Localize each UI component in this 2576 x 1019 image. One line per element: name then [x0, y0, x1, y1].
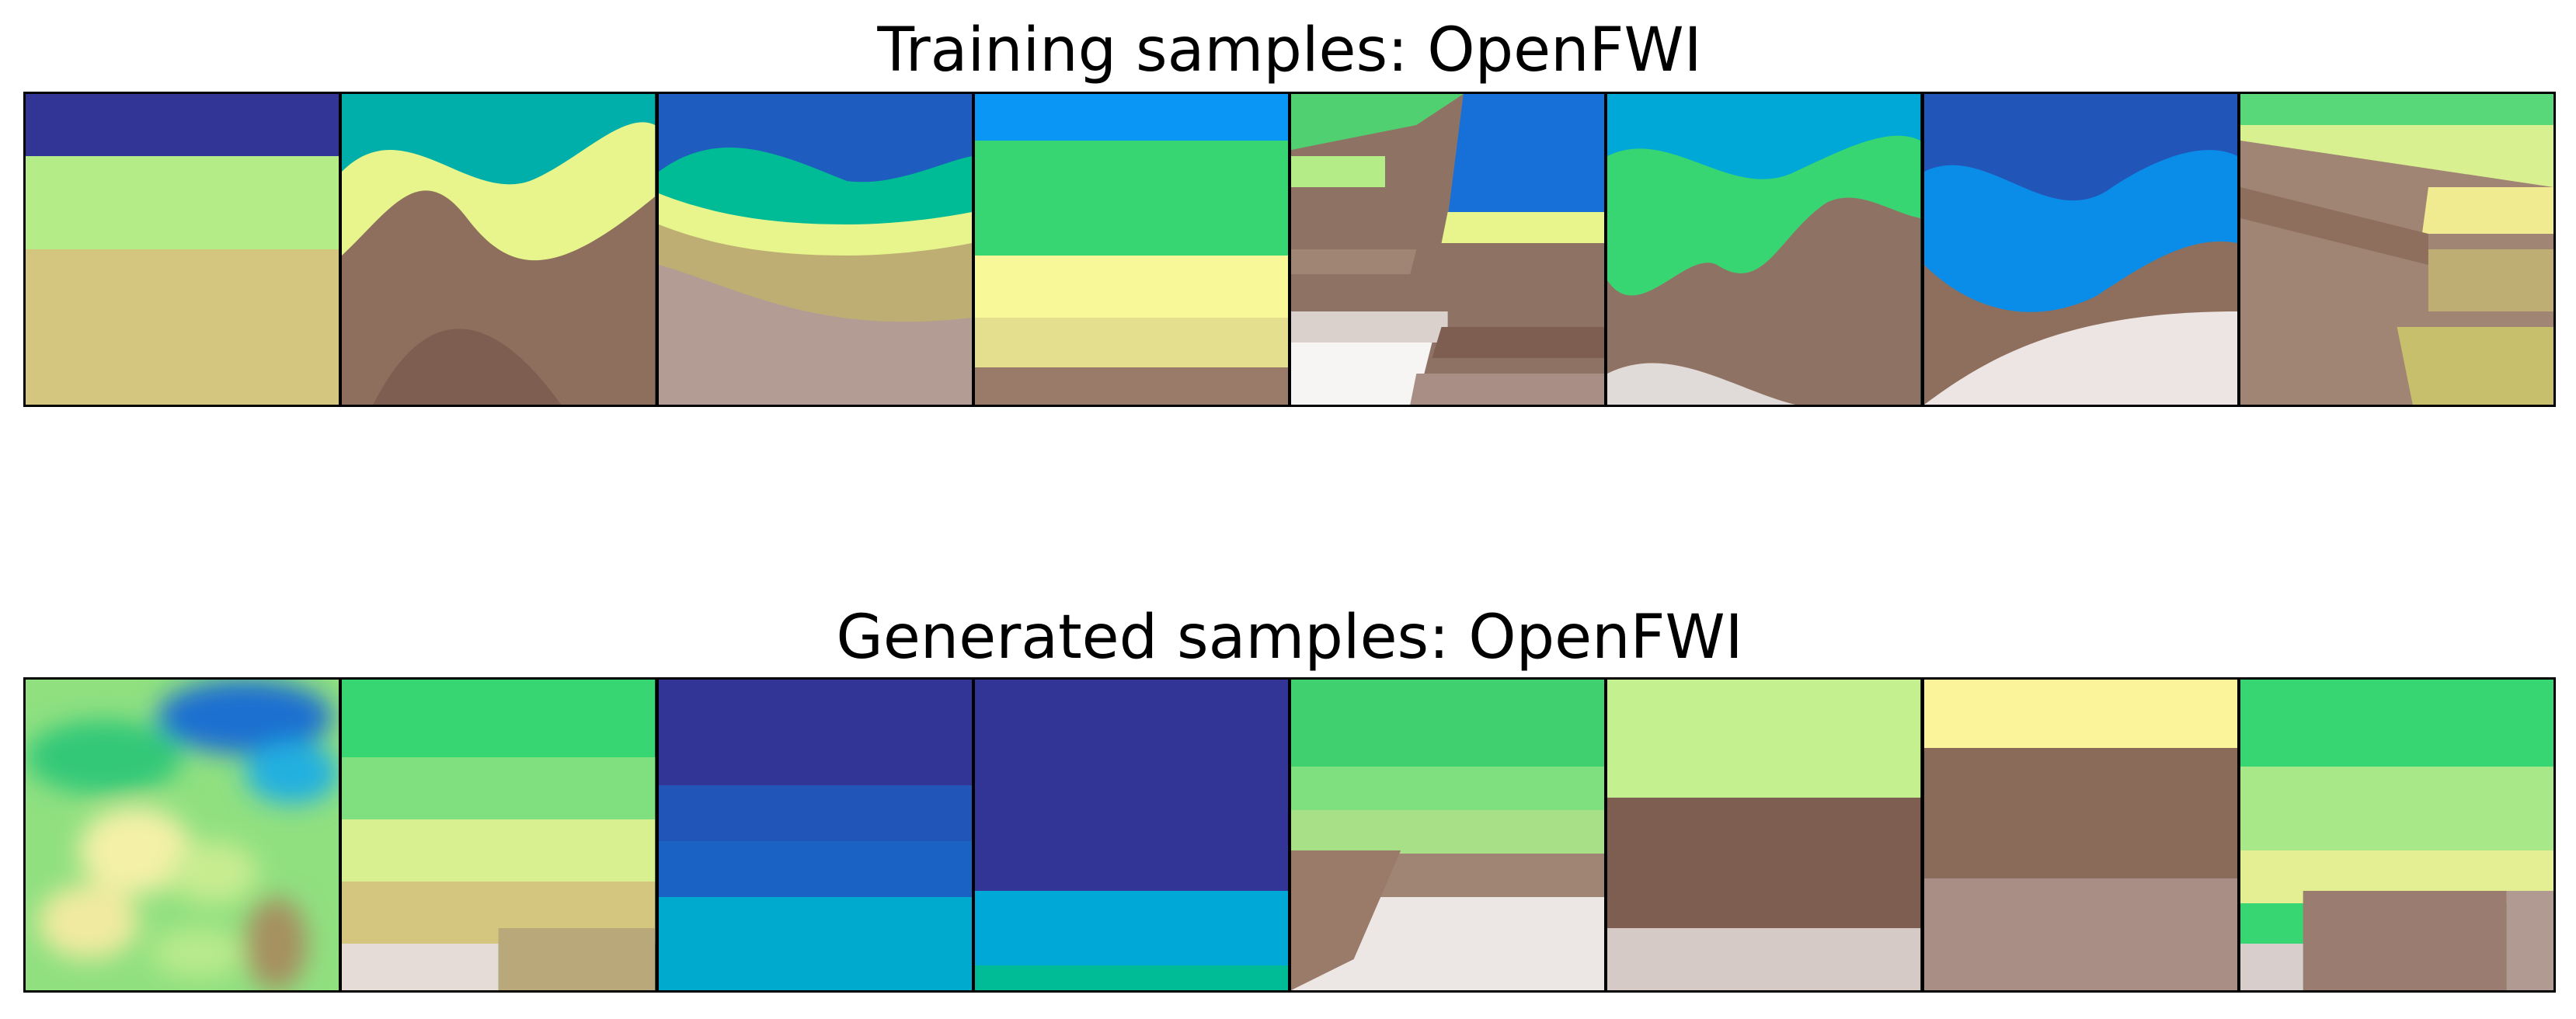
training-sample-2 — [339, 94, 656, 405]
training-sample-7 — [1920, 94, 2237, 405]
generated-sample-4 — [971, 680, 1288, 990]
training-row-title: Training samples: OpenFWI — [877, 16, 1702, 85]
generated-sample-7 — [1920, 680, 2237, 990]
generated-sample-2 — [339, 680, 656, 990]
training-sample-4 — [971, 94, 1288, 405]
training-sample-5 — [1288, 94, 1605, 405]
training-samples-strip — [23, 92, 2556, 407]
training-sample-3 — [655, 94, 972, 405]
generated-sample-3 — [655, 680, 972, 990]
generated-row-title: Generated samples: OpenFWI — [836, 603, 1743, 673]
training-sample-8 — [2237, 94, 2553, 405]
generated-sample-8 — [2237, 680, 2553, 990]
generated-sample-1 — [26, 680, 339, 990]
generated-sample-5 — [1288, 680, 1605, 990]
training-sample-6 — [1604, 94, 1921, 405]
generated-samples-strip — [23, 677, 2556, 993]
training-sample-1 — [26, 94, 339, 405]
generated-sample-6 — [1604, 680, 1921, 990]
